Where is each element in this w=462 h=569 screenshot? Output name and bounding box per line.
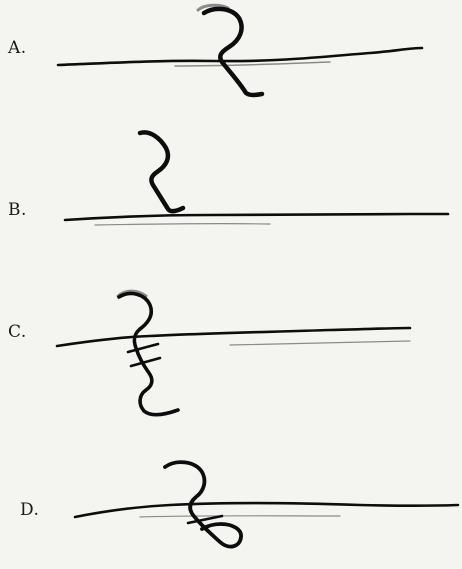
- hook-c: [119, 294, 178, 415]
- ground-line-b: [65, 214, 448, 220]
- ground-shadow-d: [140, 516, 340, 517]
- ground-line-c: [57, 328, 410, 346]
- ground-shadow-a: [175, 62, 330, 66]
- hook-b: [140, 132, 183, 211]
- ground-shadow-b: [95, 224, 270, 225]
- figure-b: [65, 132, 448, 225]
- tick-mark-upper-c: [128, 344, 158, 352]
- figure-d: [75, 462, 458, 546]
- ground-shadow-c: [230, 341, 410, 345]
- ground-line-d: [75, 503, 458, 517]
- figure-a: [58, 5, 422, 95]
- figure-c: [57, 291, 410, 415]
- ground-line-a: [58, 48, 422, 65]
- hook-a: [204, 9, 262, 95]
